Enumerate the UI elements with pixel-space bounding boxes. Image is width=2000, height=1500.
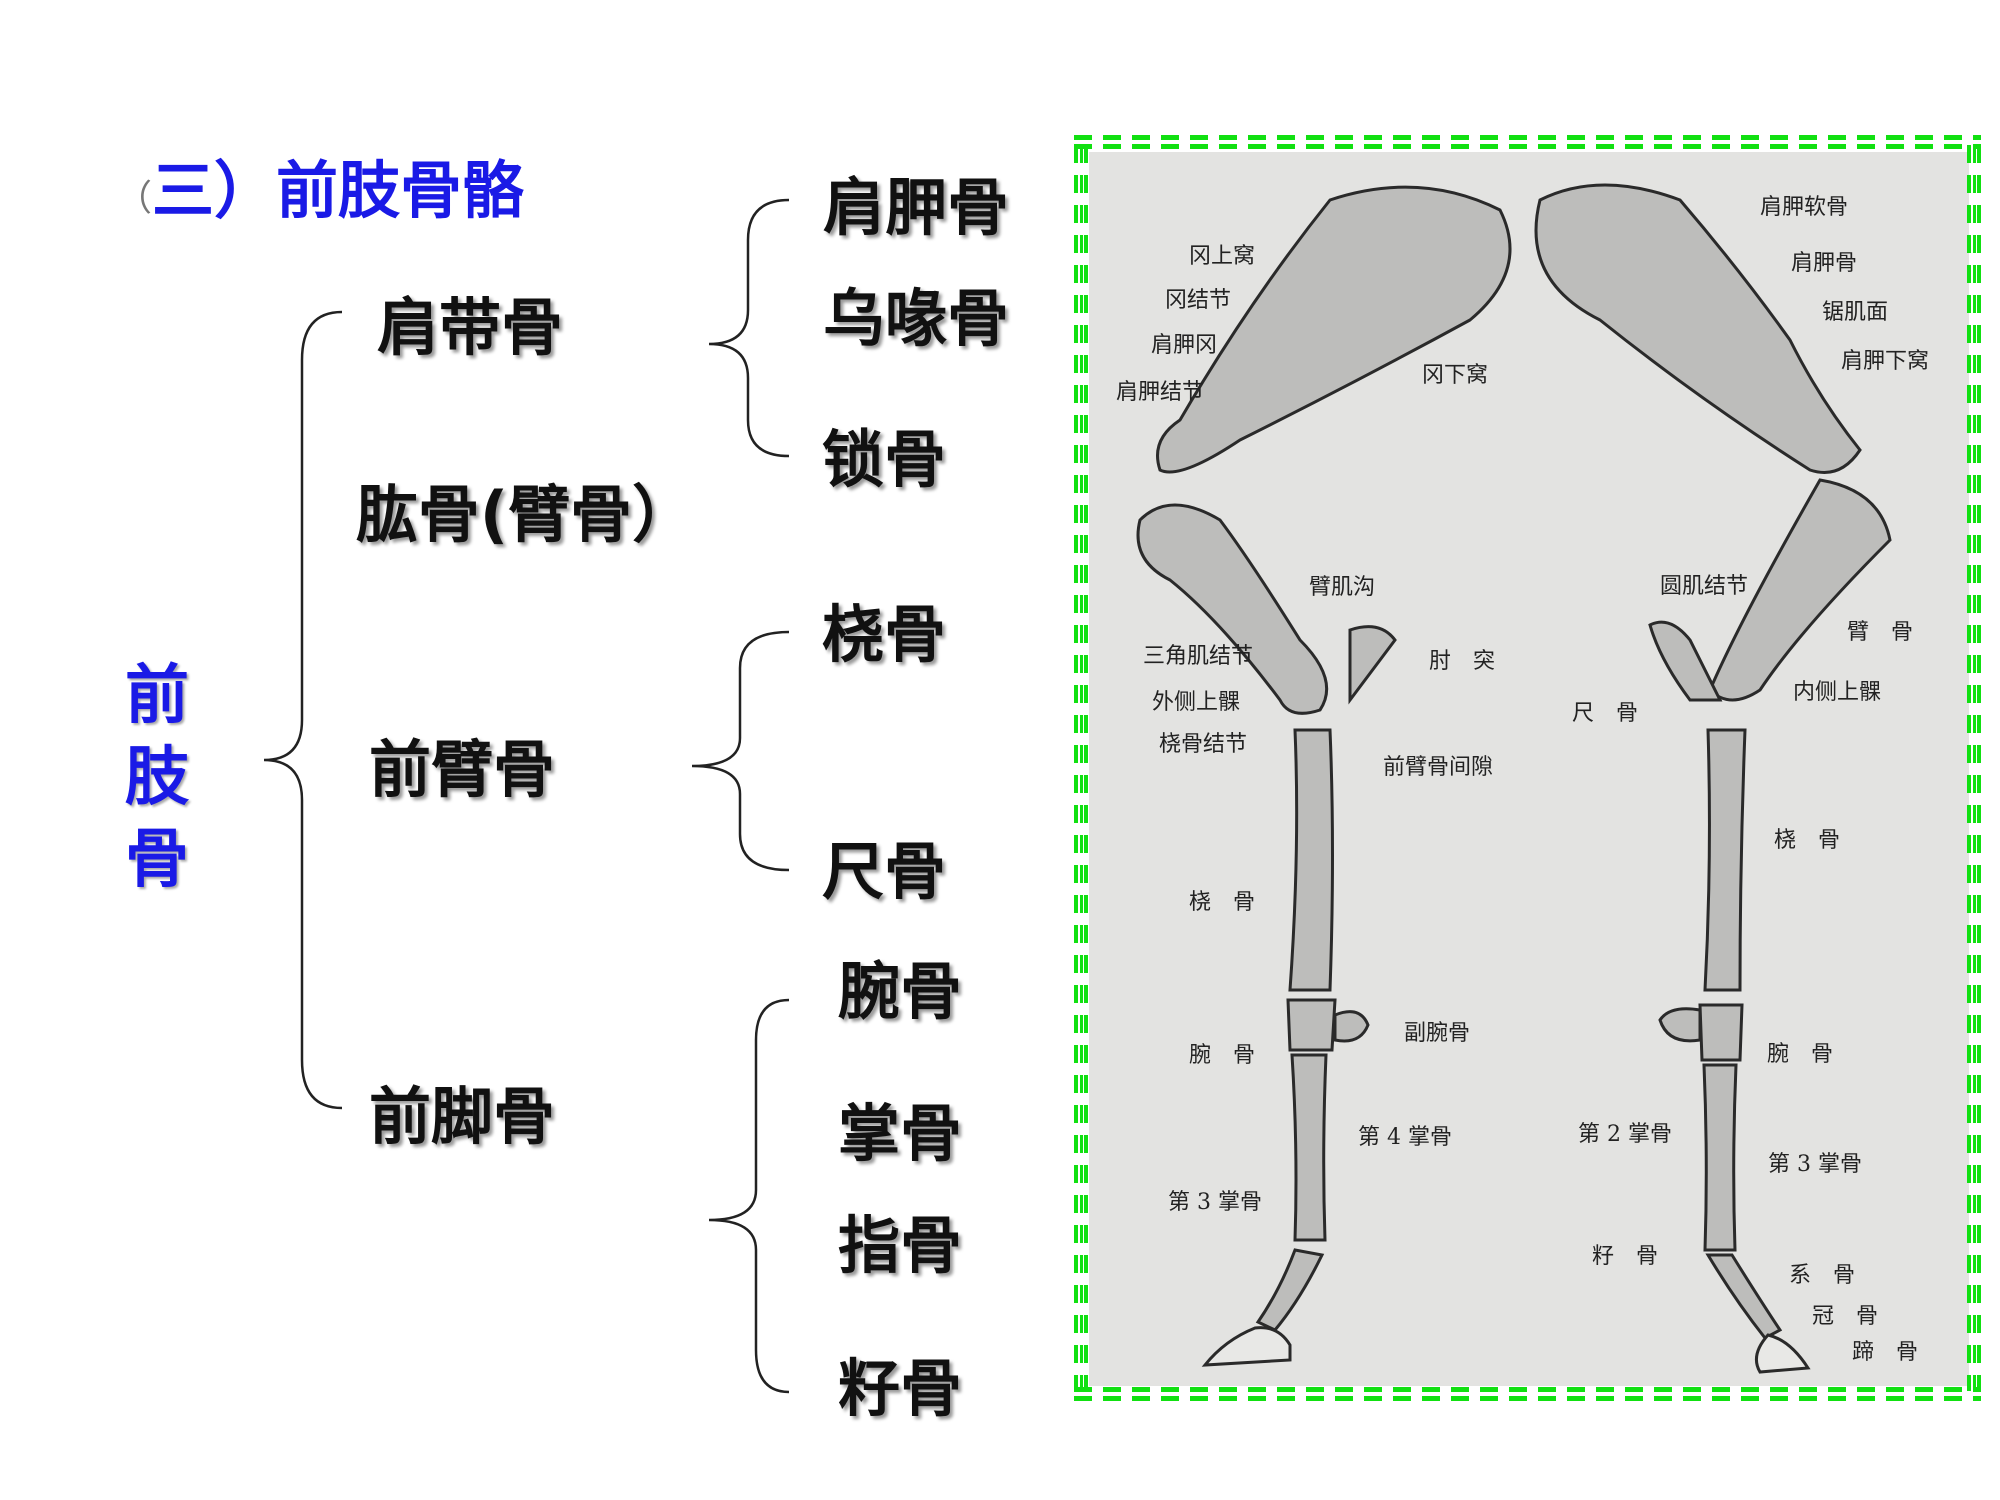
dashed-border-bottom: [1074, 1387, 1981, 1401]
dashed-border-top: [1074, 135, 1981, 149]
lateral-pastern: [1255, 1248, 1325, 1332]
label-spine-tuber: 冈结节: [1164, 288, 1232, 313]
label-deltoid-tuberosity: 三角肌结节: [1142, 644, 1254, 669]
label-radius-medial: 桡 骨: [1773, 828, 1841, 853]
label-supraglenoid-tubercle: 肩胛结节: [1115, 380, 1205, 405]
label-interosseous-space: 前臂骨间隙: [1382, 755, 1494, 780]
label-scapula: 肩胛骨: [1790, 251, 1858, 276]
lateral-accessory-carpal: [1333, 1010, 1370, 1043]
medial-scapula: [1534, 183, 1862, 474]
group-label-shoulder-girdle: 肩带骨: [376, 291, 564, 364]
label-metacarpal-2: 第 2 掌骨: [1578, 1122, 1672, 1147]
label-radial-tuberosity: 桡骨结节: [1158, 732, 1248, 757]
label-brachial-groove: 臂肌沟: [1308, 575, 1376, 600]
dashed-border-left: [1074, 145, 1088, 1391]
medial-hoof: [1754, 1333, 1811, 1374]
label-carpal-medial: 腕 骨: [1766, 1042, 1834, 1067]
label-middle-phalanx: 冠 骨: [1811, 1304, 1879, 1329]
label-accessory-carpal: 副腕骨: [1403, 1021, 1471, 1046]
label-supraspinous-fossa: 冈上窝: [1188, 244, 1256, 269]
leaf-scapula: 肩胛骨: [822, 171, 1010, 244]
label-infraspinous-fossa: 冈下窝: [1421, 363, 1489, 388]
label-teres-tuberosity: 圆肌结节: [1659, 574, 1749, 599]
lateral-scapula: [1156, 185, 1512, 474]
leaf-ulna: 尺骨: [821, 835, 947, 908]
group-label-humerus: 肱骨(臂骨）: [355, 478, 695, 551]
label-scapular-spine: 肩胛冈: [1150, 333, 1218, 358]
group-label-foot: 前脚骨: [368, 1080, 556, 1153]
medial-radius: [1703, 728, 1747, 992]
lateral-hoof: [1201, 1326, 1292, 1367]
lateral-olecranon: [1348, 625, 1397, 705]
label-proximal-phalanx: 系 骨: [1788, 1263, 1856, 1288]
medial-humerus: [1708, 478, 1892, 702]
label-medial-epicondyle: 内侧上髁: [1792, 680, 1882, 705]
leaf-radius: 桡骨: [821, 598, 947, 671]
label-olecranon: 肘 突: [1428, 649, 1496, 674]
label-ulna: 尺 骨: [1571, 701, 1639, 726]
leaf-sesamoid: 籽骨: [837, 1352, 963, 1425]
label-sesamoid: 籽 骨: [1591, 1244, 1659, 1269]
label-subscapular-fossa: 肩胛下窝: [1840, 349, 1930, 374]
leaf-clavicle: 锁骨: [821, 423, 947, 496]
leaf-phalanx: 指骨: [837, 1209, 963, 1282]
root-label-forelimb-bones: 前 肢 骨: [125, 659, 189, 897]
lateral-metacarpal: [1290, 1053, 1328, 1242]
lateral-carpus: [1286, 998, 1337, 1052]
label-radius-lateral: 桡 骨: [1188, 890, 1256, 915]
medial-pastern: [1705, 1253, 1783, 1340]
medial-accessory-carpal: [1658, 1007, 1702, 1043]
label-metacarpal-3-lateral: 第 3 掌骨: [1168, 1190, 1262, 1215]
medial-metacarpal: [1702, 1063, 1738, 1252]
slide-title: （三）前肢骨骼: [116, 154, 525, 227]
label-distal-phalanx: 蹄 骨: [1851, 1340, 1919, 1365]
label-carpal-lateral: 腕 骨: [1188, 1043, 1256, 1068]
label-metacarpal-4: 第 4 掌骨: [1358, 1125, 1452, 1150]
group-label-forearm: 前臂骨: [368, 733, 556, 806]
lateral-humerus: [1136, 503, 1329, 715]
label-serrated-face: 锯肌面: [1821, 300, 1889, 325]
medial-carpus: [1698, 1003, 1744, 1062]
lateral-radius: [1288, 728, 1334, 992]
leaf-coracoid: 乌喙骨: [822, 282, 1010, 355]
leaf-metacarpal: 掌骨: [837, 1097, 963, 1170]
leaf-carpal: 腕骨: [837, 955, 963, 1028]
label-lateral-epicondyle: 外侧上髁: [1151, 690, 1241, 715]
label-metacarpal-3-medial: 第 3 掌骨: [1768, 1152, 1862, 1177]
medial-olecranon: [1648, 620, 1723, 702]
label-humerus: 臂 骨: [1846, 620, 1914, 645]
label-scapular-cartilage: 肩胛软骨: [1759, 195, 1849, 220]
dashed-border-right: [1967, 145, 1981, 1391]
